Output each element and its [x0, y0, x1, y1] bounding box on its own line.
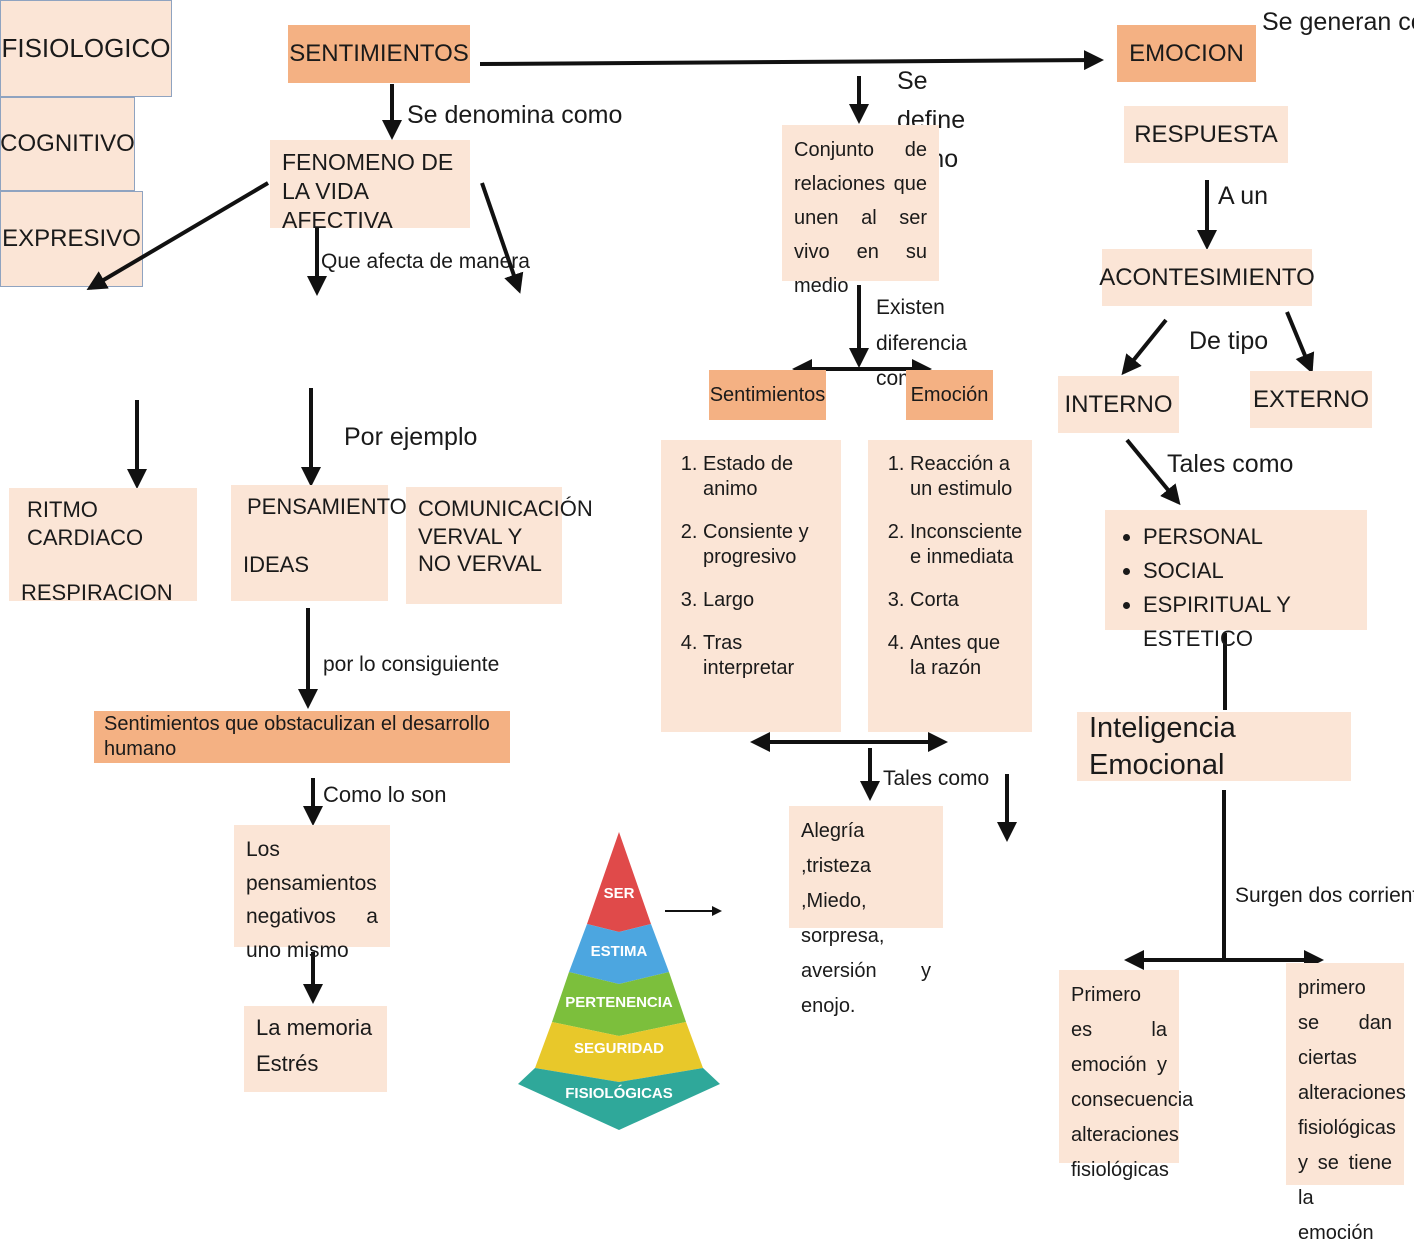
tipos-list: PERSONAL SOCIAL ESPIRITUAL Y ESTETICO [1117, 520, 1355, 656]
pyramid-label: PERTENENCIA [565, 994, 673, 1011]
emocion-root: EMOCION [1117, 25, 1256, 82]
emocion-list-box: Reacción a un estimulo Inconsciente e in… [868, 440, 1032, 732]
emocion-header: Emoción [906, 370, 993, 420]
obstaculizan-box: Sentimientos que obstaculizan el desarro… [94, 711, 510, 763]
label-consiguiente: por lo consiguiente [323, 653, 500, 676]
sentimientos-item: Largo [703, 588, 829, 613]
maslow-pyramid: SER ESTIMA PERTENENCIA SEGURIDAD FISIOLÓ… [518, 832, 720, 1130]
emocion-item: Corta [910, 588, 1020, 613]
label-tales-como-right: Tales como [1167, 450, 1294, 478]
interno-box: INTERNO [1058, 376, 1179, 433]
pyramid-level-seguridad [535, 1022, 703, 1082]
fenomeno-box: FENOMENO DE LA VIDA AFECTIVA [270, 140, 470, 233]
pyramid-level-estima [569, 924, 669, 984]
inteligencia-box: Inteligencia Emocional [1077, 712, 1351, 781]
respuesta-box: RESPUESTA [1124, 106, 1288, 163]
memoria-box: La memoria Estrés [244, 1006, 387, 1092]
pyramid-label: FISIOLÓGICAS [565, 1084, 673, 1102]
arrow-fenomeno-expresivo [480, 182, 524, 294]
emocion-item: Reacción a un estimulo [910, 452, 1020, 502]
emocion-list: Reacción a un estimulo Inconsciente e in… [880, 452, 1022, 681]
sentimientos-item: Estado de animo [703, 452, 829, 502]
emocion-item: Inconsciente e inmediata [910, 520, 1022, 570]
ideas-text: IDEAS [243, 551, 310, 577]
pyramid-level-ser [587, 832, 651, 932]
label-tales-como-mid: Tales como [883, 767, 990, 790]
memoria-text: La memoria [256, 1015, 373, 1040]
acontesimiento-box: ACONTESIMIENTO [1099, 249, 1315, 306]
ritmo-text: RITMO CARDIACO [27, 497, 144, 550]
sentimientos-root: SENTIMIENTOS [288, 25, 470, 83]
pyramid-label: SEGURIDAD [574, 1040, 664, 1057]
pyramid-level-fisiologicas [518, 1068, 720, 1130]
tipos-item: SOCIAL [1143, 554, 1355, 588]
negativos-box: Los pensamientos negativos a uno mismo [234, 825, 390, 962]
pyramid-level-pertenencia [552, 972, 686, 1036]
sentimientos-item: Consiente y progresivo [703, 520, 829, 570]
arrow-fenomeno-fisiologico [86, 181, 270, 291]
tipos-box: PERSONAL SOCIAL ESPIRITUAL Y ESTETICO [1105, 510, 1367, 651]
ejemplos-box: Alegría ,tristeza ,Miedo, sorpresa, aver… [789, 806, 943, 1017]
label-se-generan: Se generan como [1262, 8, 1414, 36]
comunicacion-box: COMUNICACIÓN VERVAL Y NO VERVAL [406, 487, 593, 604]
label-surgen: Surgen dos corrientes [1235, 884, 1414, 907]
tipos-item: PERSONAL [1143, 520, 1355, 554]
primero-alteraciones-box: primero se dan ciertas alteraciones fisi… [1286, 963, 1406, 1244]
pensamientos-text: PENSAMIENTOS [247, 494, 422, 519]
arrow-sentimientos-emocion [479, 50, 1104, 71]
primero-emocion-box: Primero es la emoción y consecuencia alt… [1059, 970, 1193, 1181]
tipos-item: ESPIRITUAL Y ESTETICO [1143, 588, 1355, 656]
sentimientos-item: Tras interpretar [703, 631, 829, 681]
respiracion-text: RESPIRACION [21, 580, 173, 605]
sentimientos-header: Sentimientos [709, 370, 826, 420]
expresivo-box: EXPRESIVO [0, 191, 143, 287]
connector-lines [86, 50, 1324, 1004]
ritmo-box: RITMO CARDIACO RESPIRACION [9, 488, 197, 605]
label-a-un: A un [1218, 182, 1269, 210]
sentimientos-list-box: Estado de animo Consiente y progresivo L… [661, 440, 841, 732]
label-por-ejemplo: Por ejemplo [344, 423, 478, 451]
pyramid-label: SER [604, 885, 635, 902]
pyramid-label: ESTIMA [591, 943, 648, 960]
sentimientos-list: Estado de animo Consiente y progresivo L… [673, 452, 829, 681]
label-de-tipo: De tipo [1189, 327, 1269, 355]
arrow-interno-tipos [1125, 438, 1181, 506]
label-afecta: Que afecta de manera [321, 250, 530, 273]
emocion-item: Antes que la razón [910, 631, 1020, 681]
cognitivo-box: COGNITIVO [0, 97, 135, 191]
fisiologico-box: FISIOLOGICO [0, 0, 172, 97]
pensamientos-box: PENSAMIENTOS IDEAS [231, 485, 422, 601]
conjunto-box: Conjunto de relaciones que unen al ser v… [782, 125, 939, 297]
estres-text: Estrés [256, 1050, 319, 1076]
arrow-acont-externo [1285, 311, 1315, 374]
externo-box: EXTERNO [1250, 371, 1372, 428]
arrow-acont-interno [1121, 318, 1168, 376]
label-como-lo-son: Como lo son [323, 782, 447, 807]
label-denomina: Se denomina como [407, 101, 623, 129]
